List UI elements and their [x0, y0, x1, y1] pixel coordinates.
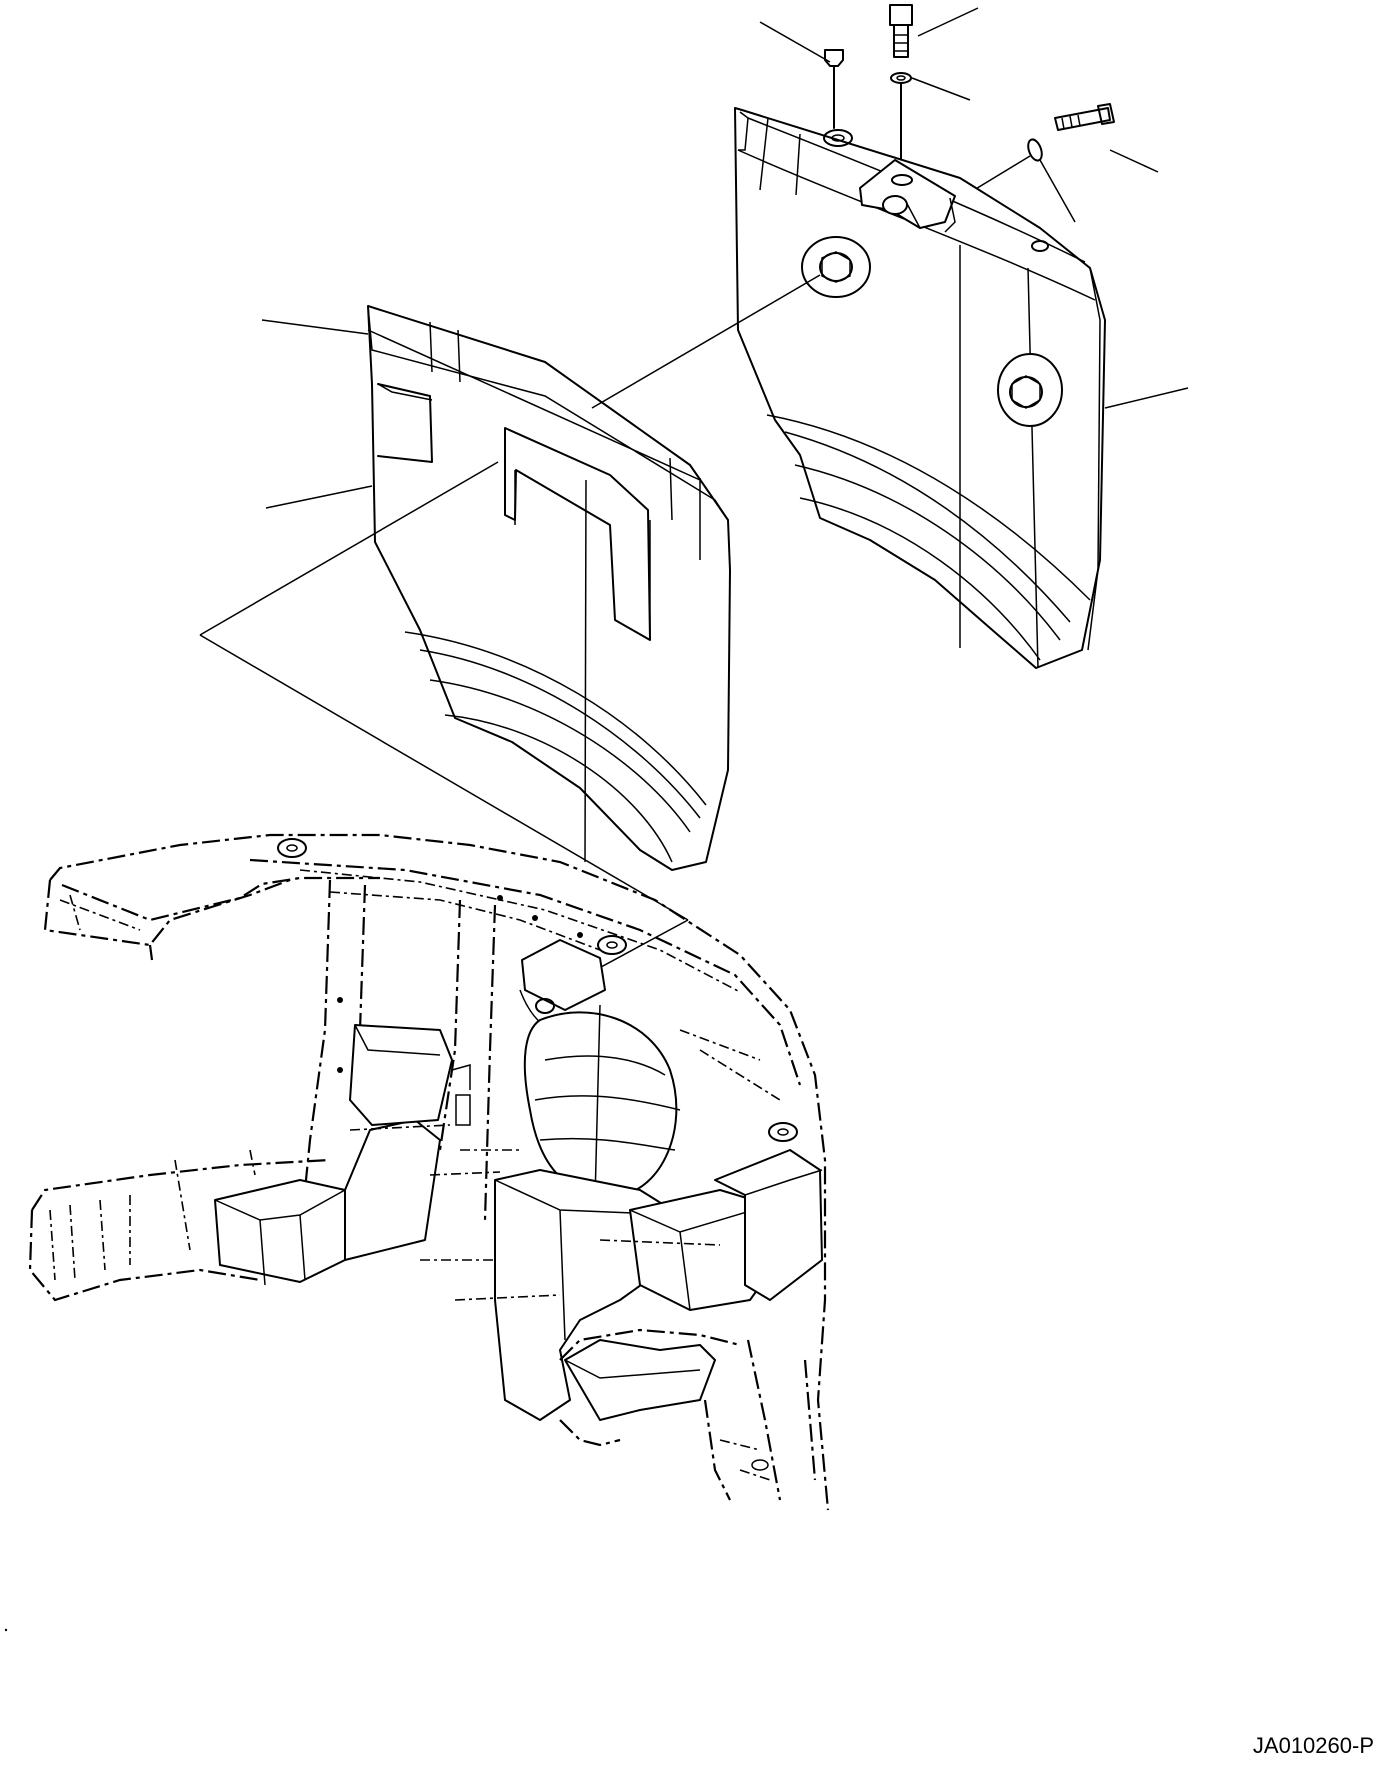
inner-cover [199, 274, 821, 1001]
drawing-code: JA010260-P [1252, 1733, 1374, 1758]
bolt-vertical-part [889, 4, 913, 58]
frame-chassis [28, 833, 830, 1511]
stray-dot [4, 1628, 8, 1632]
screw-part [824, 49, 844, 129]
leader-lines [261, 7, 1189, 509]
outer-counterweight-cover [734, 107, 1106, 669]
bolt-side-part [1054, 103, 1115, 131]
